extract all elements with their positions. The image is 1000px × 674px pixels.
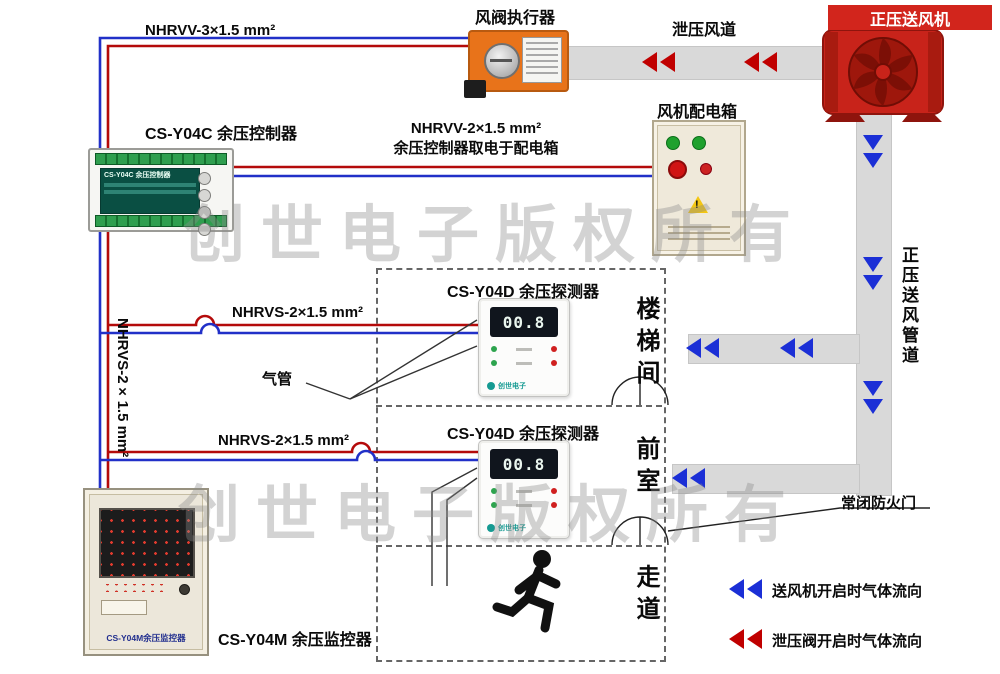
legend-relief-text: 泄压阀开启时气体流向 xyxy=(772,633,923,650)
red-led-icon xyxy=(551,488,557,494)
actuator-label-panel xyxy=(522,37,562,83)
controller-screen: CS-Y04C 余压控制器 xyxy=(100,168,200,214)
supply-flow-arrow xyxy=(670,466,706,490)
detector-indicator-row xyxy=(491,345,557,353)
supply-flow-arrow xyxy=(861,380,885,416)
red-indicator-icon xyxy=(700,163,712,175)
damper-actuator-device xyxy=(464,30,569,98)
wire-top-label: NHRVV-3×1.5 mm² xyxy=(145,22,276,39)
legend-relief-arrow-icon xyxy=(727,627,763,651)
controller-buttons xyxy=(198,172,226,236)
fan-power-box-device xyxy=(652,120,746,256)
detector-indicator-row xyxy=(491,359,557,367)
room-divider-1 xyxy=(376,405,662,407)
detector1-title: CS-Y04D 余压探测器 xyxy=(446,284,600,301)
pressure-controller-device: CS-Y04C 余压控制器 xyxy=(88,148,234,236)
green-led-icon xyxy=(491,502,497,508)
keyhole-icon xyxy=(179,584,190,595)
monitor-label: CS-Y04M 余压监控器 xyxy=(218,632,372,649)
room-label-stairwell: 楼梯间 xyxy=(632,296,659,392)
pressure-detector-2: 00.8 创世电子 xyxy=(478,440,570,539)
running-person-icon xyxy=(492,548,572,648)
indicator-text xyxy=(516,361,532,365)
controller-button-icon xyxy=(198,223,211,236)
wire-detector1-label: NHRVS-2×1.5 mm² xyxy=(232,304,364,321)
power-box-indicators xyxy=(666,136,706,150)
power-wire-label-line1: NHRVV-2×1.5 mm² xyxy=(410,120,542,137)
supply-duct-vertical xyxy=(856,108,892,496)
red-led-icon xyxy=(551,346,557,352)
controller-button-icon xyxy=(198,189,211,202)
actuator-connector xyxy=(464,80,486,98)
monitor-screen xyxy=(99,508,195,578)
rooms-outline xyxy=(376,268,666,662)
detector-indicator-row xyxy=(491,501,557,509)
fan-title-badge: 正压送风机 xyxy=(828,5,992,30)
controller-button-icon xyxy=(198,172,211,185)
distribution-box-label: 风机配电箱 xyxy=(656,104,737,121)
logo-text: 创世电子 xyxy=(498,383,526,390)
room-label-front-room: 前室 xyxy=(632,436,659,500)
red-led-icon xyxy=(551,502,557,508)
controller-label: CS-Y04C 余压控制器 xyxy=(145,126,298,143)
monitor-led-row xyxy=(101,584,167,592)
supply-fan-device xyxy=(815,22,950,122)
supply-flow-arrow xyxy=(684,336,720,360)
power-wire-label-line2: 余压控制器取电于配电箱 xyxy=(393,140,559,157)
supply-duct-label: 正压送风管道 xyxy=(899,246,918,366)
monitor-slot xyxy=(101,600,147,615)
supply-flow-arrow xyxy=(861,256,885,292)
green-led-icon xyxy=(491,488,497,494)
vent-slots xyxy=(668,222,730,244)
room-label-corridor: 走道 xyxy=(632,564,659,628)
legend-supply-text: 送风机开启时气体流向 xyxy=(772,583,923,600)
supply-flow-arrow xyxy=(778,336,814,360)
indicator-text xyxy=(516,347,532,351)
relief-flow-arrow xyxy=(640,50,676,74)
room-divider-2 xyxy=(376,545,662,547)
screen-row xyxy=(104,183,196,187)
controller-screen-text: CS-Y04C 余压控制器 xyxy=(104,172,171,179)
monitor-panel-text: CS-Y04M余压监控器 xyxy=(106,633,186,643)
warning-triangle-icon xyxy=(688,196,708,213)
logo-text: 创世电子 xyxy=(498,525,526,532)
brand-logo: 创世电子 xyxy=(487,381,526,391)
red-led-icon xyxy=(551,360,557,366)
legend-supply-arrow-icon xyxy=(727,577,763,601)
logo-icon xyxy=(487,382,495,390)
air-tube-label: 气管 xyxy=(262,371,293,388)
terminal-strip-bottom xyxy=(95,215,227,227)
fan-illustration xyxy=(822,29,944,122)
pressure-monitor-device: CS-Y04M余压监控器 xyxy=(83,488,209,656)
detector-indicator-row xyxy=(491,487,557,495)
relief-duct-label: 泄压风道 xyxy=(672,22,737,39)
screen-row xyxy=(104,190,196,194)
actuator-label: 风阀执行器 xyxy=(474,10,555,27)
indicator-text xyxy=(516,489,532,493)
logo-icon xyxy=(487,524,495,532)
indicator-text xyxy=(516,503,532,507)
controller-button-icon xyxy=(198,206,211,219)
terminal-strip-top xyxy=(95,153,227,165)
detector-lcd: 00.8 xyxy=(490,307,558,337)
power-wire-label: NHRVV-2×1.5 mm² 余压控制器取电于配电箱 xyxy=(380,120,572,158)
relief-flow-arrow xyxy=(742,50,778,74)
green-indicator-icon xyxy=(666,136,680,150)
red-button-icon xyxy=(668,160,687,179)
actuator-hub-icon xyxy=(484,43,520,79)
relief-duct xyxy=(558,46,832,80)
green-indicator-icon xyxy=(692,136,706,150)
wire-detector2-label: NHRVS-2×1.5 mm² xyxy=(218,432,350,449)
pressure-detector-1: 00.8 创世电子 xyxy=(478,298,570,397)
detector-lcd: 00.8 xyxy=(490,449,558,479)
brand-logo: 创世电子 xyxy=(487,523,526,533)
supply-flow-arrow xyxy=(861,134,885,170)
wire-left-vertical-label: NHRVS-2×1.5 mm² xyxy=(114,318,131,458)
fire-door-label: 常闭防火门 xyxy=(841,495,917,512)
green-led-icon xyxy=(491,346,497,352)
detector2-title: CS-Y04D 余压探测器 xyxy=(446,426,600,443)
green-led-icon xyxy=(491,360,497,366)
